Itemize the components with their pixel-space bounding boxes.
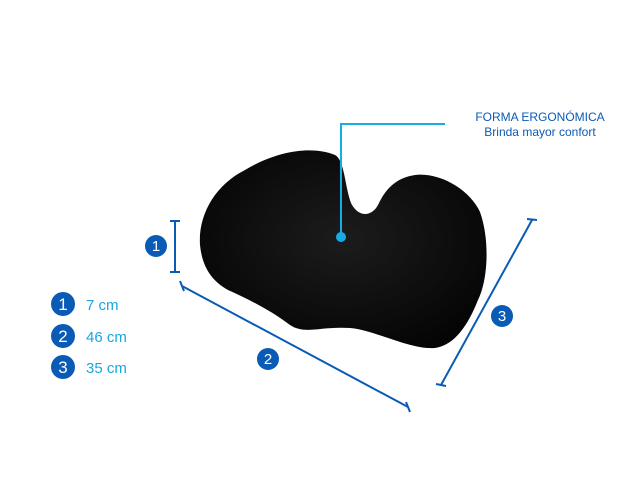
svg-text:2: 2 — [58, 327, 67, 346]
callout-line — [340, 123, 445, 237]
svg-text:35 cm: 35 cm — [86, 360, 127, 377]
legend-item-2: 2 46 cm — [51, 324, 127, 348]
dimension-line-depth — [435, 218, 538, 387]
svg-text:1: 1 — [58, 295, 67, 314]
callout-dot — [336, 232, 346, 242]
callout-title: FORMA ERGONÓMICA — [475, 109, 604, 124]
svg-text:3: 3 — [58, 358, 67, 377]
legend-item-1: 1 7 cm — [51, 292, 119, 316]
marker-2: 2 — [257, 348, 279, 370]
svg-text:7 cm: 7 cm — [86, 297, 119, 314]
svg-text:46 cm: 46 cm — [86, 329, 127, 346]
callout-subtitle: Brinda mayor confort — [484, 125, 596, 139]
svg-text:2: 2 — [264, 351, 272, 368]
seat-cushion-image — [199, 150, 487, 349]
dimension-line-width — [179, 280, 411, 413]
legend-item-3: 3 35 cm — [51, 355, 127, 379]
dimension-line-height — [170, 220, 180, 273]
marker-3: 3 — [491, 305, 513, 327]
svg-text:1: 1 — [152, 238, 160, 255]
marker-1: 1 — [145, 235, 167, 257]
svg-text:3: 3 — [498, 308, 506, 325]
